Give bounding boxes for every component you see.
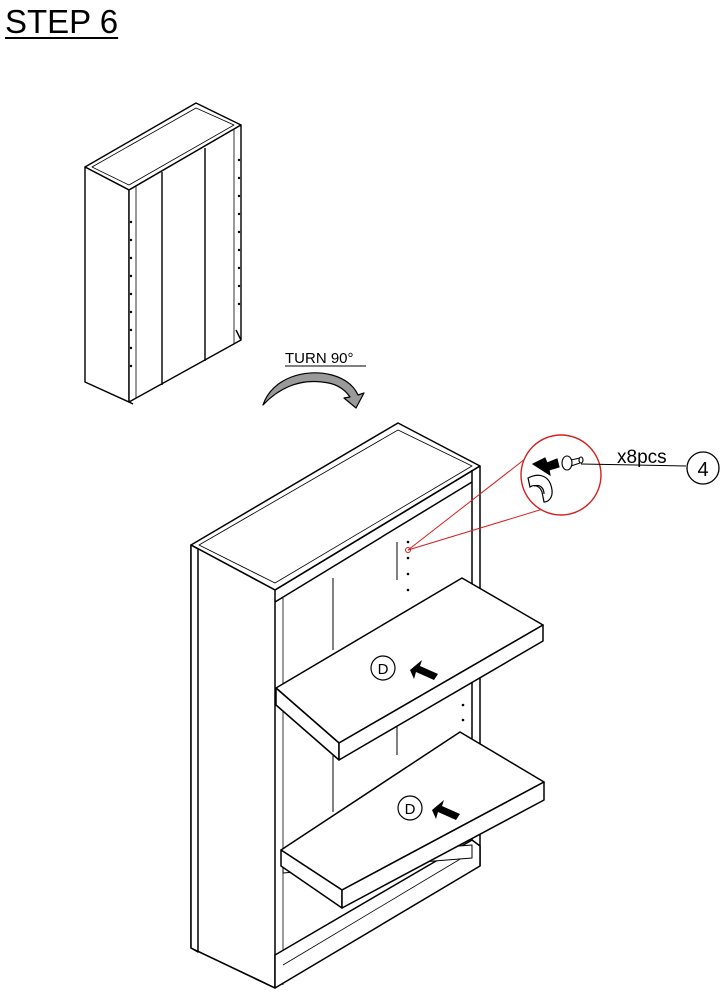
part-d-badge [397,795,423,821]
shelf-pin-icon [531,455,584,477]
part-d-badge [370,655,396,681]
shelf-pin-callout [405,434,602,553]
part-number: 4 [697,459,708,481]
bookcase-carcass [190,422,481,989]
push-arrow-icon [432,800,460,820]
rotate-arrow-icon [262,372,365,409]
step-title: STEP 6 [5,3,119,40]
unit-before-turn [84,102,242,405]
unit-edge-holes [129,158,241,368]
upper-shelf [275,577,544,761]
quantity-label: x8pcs [617,447,667,468]
shelf-part-letter: D [405,801,416,818]
part-number-badge [686,451,720,485]
leader-line [580,463,687,467]
pin-hole-detail-icon [527,474,553,503]
push-arrow-icon [410,660,438,680]
turn-label: TURN 90° [285,350,354,367]
shelf-part-letter: D [378,661,389,678]
